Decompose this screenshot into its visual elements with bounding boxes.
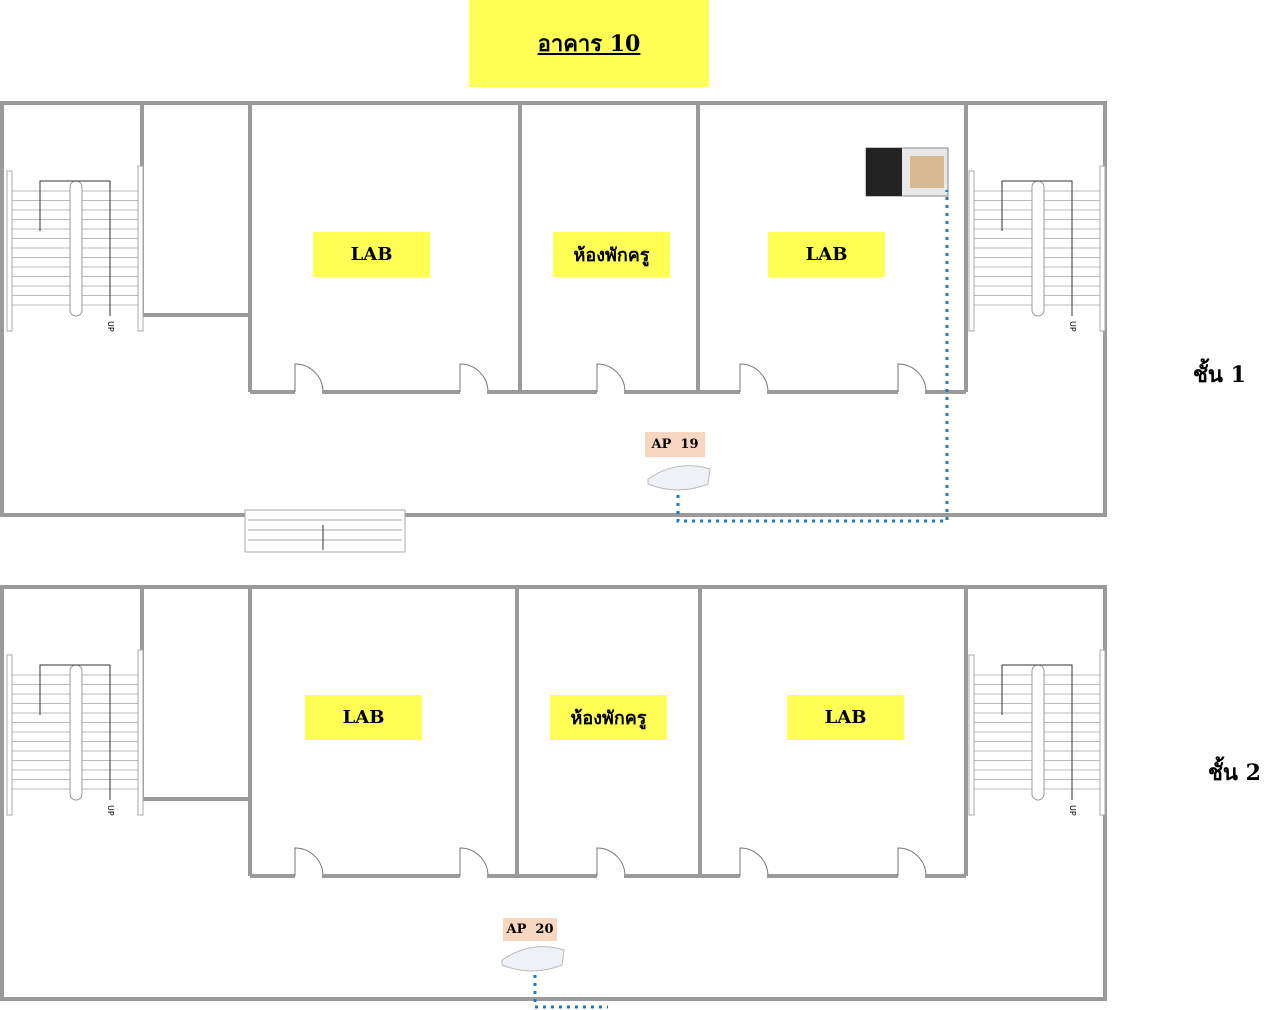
up-marker: UP [1068, 321, 1077, 332]
door [897, 363, 927, 393]
door [294, 847, 324, 877]
network-cable-ap20 [533, 975, 608, 1009]
door [739, 847, 769, 877]
stair-handrail [1031, 664, 1045, 801]
stair-arrow [1001, 664, 1073, 800]
stair-handrail [69, 180, 83, 317]
room-label-lab-1-left: LAB [313, 232, 430, 277]
stair-arrow [39, 664, 111, 800]
floor-1-label: ชั้น 1 [1193, 362, 1246, 388]
door [897, 847, 927, 877]
room-label-lab-2-right: LAB [787, 695, 904, 740]
ap-20-label: AP 20 [503, 918, 557, 941]
up-marker: UP [106, 321, 115, 332]
access-point-icon [647, 465, 711, 491]
building-title: อาคาร 10 [469, 0, 709, 87]
room-label-teacher-room-1: ห้องพักครู [553, 232, 670, 277]
network-cable-ap19 [676, 190, 949, 523]
room-label-lab-2-left: LAB [305, 695, 422, 740]
front-stairs [244, 509, 406, 553]
stair-rail [137, 649, 144, 816]
up-marker: UP [106, 805, 115, 816]
stair-rail [6, 170, 13, 332]
network-rack-side [866, 148, 902, 196]
network-rack-door [910, 156, 944, 188]
floor-2-label: ชั้น 2 [1208, 760, 1261, 786]
stair-handrail [69, 664, 83, 801]
stair-arrow [1001, 180, 1073, 316]
stair-rail [137, 165, 144, 332]
up-marker: UP [1068, 805, 1077, 816]
door [294, 363, 324, 393]
stair-rail [968, 654, 975, 816]
room-label-lab-1-right: LAB [768, 232, 885, 277]
door [459, 847, 489, 877]
stair-rail [1099, 649, 1106, 816]
door [459, 363, 489, 393]
door [596, 363, 626, 393]
stair-handrail [1031, 180, 1045, 317]
door [739, 363, 769, 393]
stair-rail [968, 170, 975, 332]
door [596, 847, 626, 877]
room-label-teacher-room-2: ห้องพักครู [550, 695, 667, 740]
stair-arrow [39, 180, 111, 316]
stair-rail [6, 654, 13, 816]
access-point-icon [501, 946, 565, 972]
stair-rail [1099, 165, 1106, 332]
ap-19-label: AP 19 [645, 432, 705, 457]
